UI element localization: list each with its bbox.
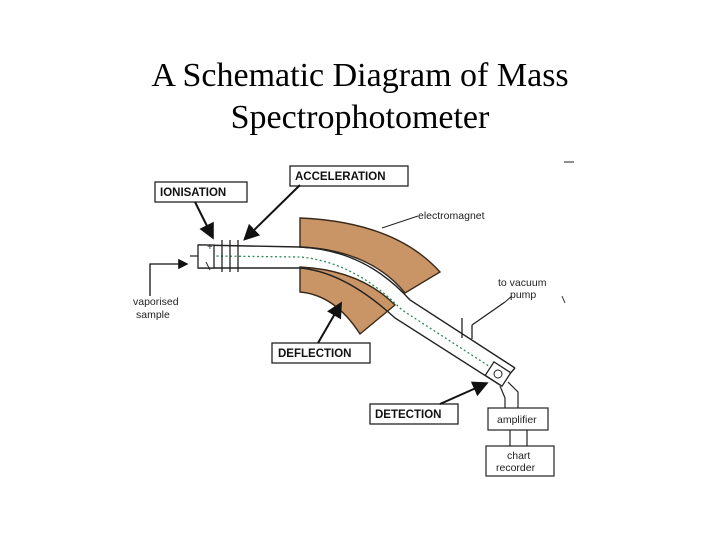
amplifier-label: amplifier (497, 414, 537, 426)
deflection-label: DEFLECTION (278, 348, 351, 360)
acceleration-label-box (289, 165, 409, 187)
chart-recorder-box (485, 445, 555, 477)
amplifier-box (487, 407, 549, 431)
detection-label: DETECTION (375, 409, 441, 421)
stray-mark-right (561, 295, 566, 304)
vacuum-label-line1: to vacuum (498, 277, 547, 289)
flight-tube-top-wall (197, 244, 516, 369)
ion-beam-path (211, 255, 499, 373)
sample-inlet-arrow (149, 258, 189, 296)
vacuum-label-line2: pump (510, 289, 536, 301)
title-line-2: Spectrophotometer (230, 99, 490, 136)
electromagnet-label: electromagnet (418, 210, 485, 222)
deflection-label-box (271, 342, 371, 364)
title-line-1: A Schematic Diagram of Mass (151, 57, 569, 94)
deflection-arrow (317, 301, 343, 344)
electromagnet-upper (299, 217, 442, 294)
ionisation-label-box (154, 181, 248, 203)
detector-to-amplifier-wire-b (499, 385, 506, 408)
vacuum-pipe (471, 301, 506, 326)
ionisation-label: IONISATION (160, 187, 226, 199)
vacuum-label-leader (504, 295, 513, 303)
plus-sign: + (207, 242, 213, 253)
detection-label-box (369, 403, 459, 425)
detector-collector (493, 369, 503, 379)
electromagnet-leader (381, 215, 419, 229)
sample-label-line1: vaporised (133, 296, 179, 308)
acceleration-arrow (243, 184, 301, 241)
filament-lead (205, 261, 211, 271)
electromagnet-lower (299, 266, 397, 336)
chart-recorder-label-line1: chart (507, 450, 530, 462)
acceleration-label: ACCELERATION (295, 171, 386, 183)
flight-tube-bottom-wall (198, 267, 501, 386)
chart-recorder-label-line2: recorder (496, 462, 536, 474)
detector-box (484, 360, 512, 388)
detector-to-amplifier-wire-a (507, 381, 519, 408)
sample-label-line2: sample (136, 309, 170, 321)
detection-arrow (439, 381, 489, 405)
ionisation-arrow (194, 201, 214, 240)
